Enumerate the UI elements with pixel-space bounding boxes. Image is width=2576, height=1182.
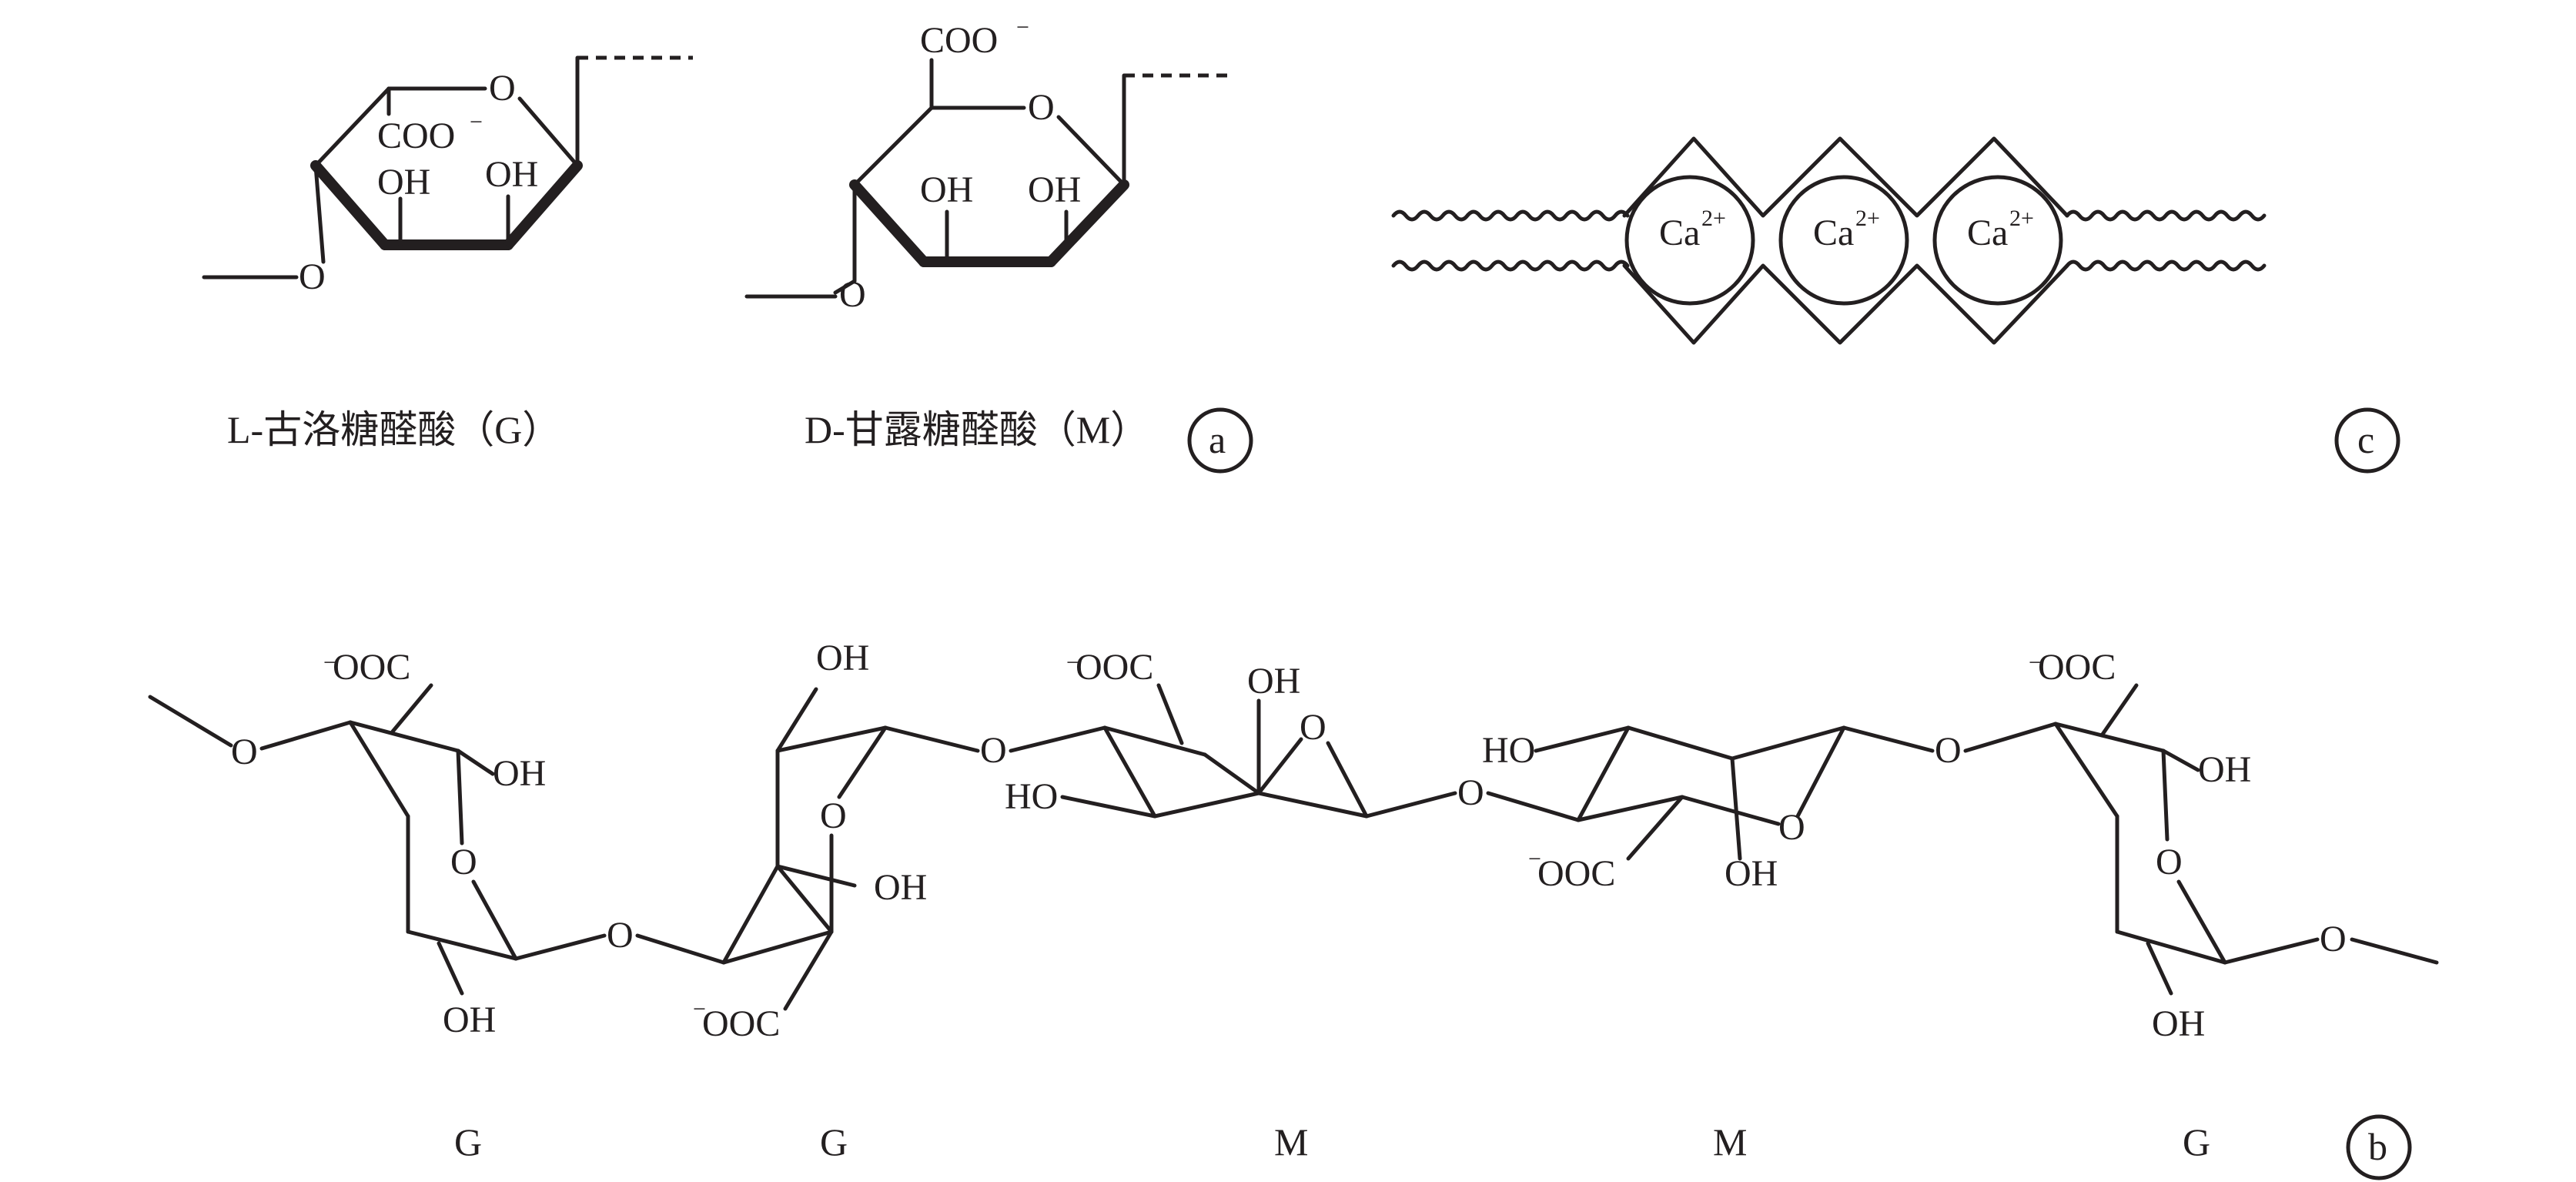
b-oh-3: OH [1247,661,1300,701]
alginate-chain: O − OOC OH O OH O OH O OH − OOC [148,638,2439,1044]
b-neg-1: − [323,650,336,675]
left-chain-top [1391,209,1630,222]
g-ring-oxygen: O [489,68,516,109]
g-carboxylate-charge: − [470,109,483,135]
g-oh-left: OH [377,162,430,203]
egg-box-upper-zigzag [1622,136,2069,218]
panel-a-marker: a [1209,418,1226,461]
egg-box-lower-zigzag [1622,263,2069,345]
b-oh-5b: OH [2152,1003,2205,1044]
residue-label-5: G [2183,1120,2210,1164]
b-o-1: O [231,732,258,772]
b-o-3: O [980,730,1007,771]
calcium-label-2: Ca [1813,213,1854,253]
b-ooc-1: OOC [333,647,410,688]
m-monomer-structure: COO − O O OH OH [744,15,1232,315]
b-oh-1b: OH [443,1000,496,1040]
residue-label-1: G [454,1120,482,1164]
b-oh-4: OH [1725,853,1778,894]
b-ooc-2: OOC [702,1003,780,1044]
b-ho-3: HO [1005,776,1058,817]
b-oh-1a: OH [493,753,546,794]
panel-b-marker: b [2368,1125,2387,1168]
b-ooc-3: OOC [1076,647,1153,688]
m-caption: D-甘露糖醛酸（M） [805,408,1149,451]
b-ooc-5: OOC [2038,647,2116,688]
calcium-charge-2: 2+ [1855,206,1880,231]
calcium-ion-2 [1778,175,1909,306]
panel-c-marker: c [2357,418,2374,461]
residue-label-4: M [1713,1120,1747,1164]
b-oh-2a: OH [874,867,927,908]
calcium-ion-3 [1932,175,2063,306]
right-chain-bottom [2065,260,2267,272]
b-ooc-4: OOC [1537,853,1615,894]
residue-label-3: M [1274,1120,1308,1164]
panel-c-marker-circle [2334,407,2400,474]
b-o-5: O [1935,730,1962,771]
calcium-charge-1: 2+ [1701,206,1726,231]
m-ring-oxygen: O [1028,87,1055,128]
b-o-ring-3: O [1300,707,1326,748]
egg-box-model: Ca 2+ Ca 2+ Ca 2+ [1391,136,2267,345]
m-oh-right: OH [1028,169,1081,210]
calcium-ion-1 [1624,175,1755,306]
calcium-charge-3: 2+ [2009,206,2034,231]
b-neg-4: − [1528,846,1541,872]
right-chain-top [2065,209,2267,222]
left-chain-bottom [1391,260,1630,272]
m-oh-left: OH [920,169,973,210]
b-o-ring-5: O [2156,842,2183,882]
b-oh-5a: OH [2198,749,2251,790]
b-neg-2: − [693,996,706,1022]
calcium-label-1: Ca [1659,213,1700,253]
m-carboxylate-label: COO [920,20,998,61]
residue-label-2: G [820,1120,848,1164]
g-monomer-structure: O O COO − OH OH [202,55,693,297]
g-oh-right: OH [485,154,538,195]
b-ho-4: HO [1482,730,1535,771]
b-o-ring-2: O [820,795,847,836]
panel-a-marker-circle [1187,407,1253,474]
b-oh-2b: OH [816,638,869,678]
m-link-oxygen: O [839,274,866,315]
b-o-2: O [607,915,634,956]
b-neg-3: − [1066,650,1079,675]
b-o-4: O [1457,772,1484,813]
b-neg-5: − [2029,650,2042,675]
m-carboxylate-charge: − [1016,15,1029,40]
g-carboxylate-label: COO [377,116,455,156]
b-o-ring-1: O [450,842,477,882]
b-o-6: O [2320,919,2347,959]
panel-b-marker-circle [2346,1114,2412,1180]
g-caption: L-古洛糖醛酸（G） [227,408,560,451]
calcium-label-3: Ca [1967,213,2008,253]
g-link-oxygen: O [299,256,326,297]
